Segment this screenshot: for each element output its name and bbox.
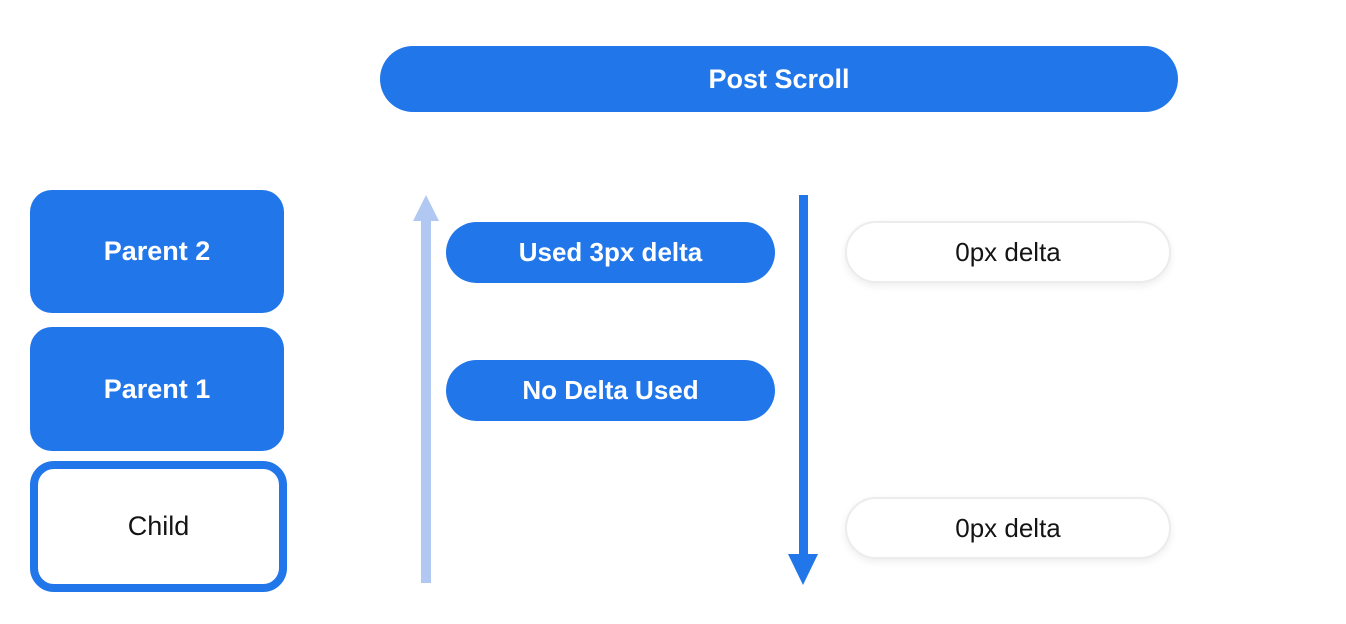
up-arrow-shaft [421, 221, 431, 583]
post-scroll-banner: Post Scroll [380, 46, 1178, 112]
parent-1-label: Parent 1 [103, 373, 211, 404]
up-arrow-head [413, 195, 439, 221]
zero-delta-bottom-label: 0px delta [955, 512, 1061, 543]
down-arrow-icon [788, 195, 818, 585]
zero-delta-pill-top: 0px delta [845, 221, 1171, 283]
up-arrow-icon [413, 195, 439, 583]
parent-2-label: Parent 2 [103, 236, 211, 266]
zero-delta-top-label: 0px delta [955, 236, 1061, 267]
down-arrow-head [788, 554, 818, 585]
node-child: Child [30, 461, 287, 592]
post-scroll-label: Post Scroll [708, 63, 850, 94]
no-delta-pill: No Delta Used [446, 360, 775, 421]
node-parent-1: Parent 1 [30, 327, 284, 451]
no-delta-label: No Delta Used [522, 375, 699, 405]
child-label: Child [127, 511, 190, 541]
used-delta-pill: Used 3px delta [446, 222, 775, 283]
used-delta-label: Used 3px delta [518, 237, 703, 267]
zero-delta-pill-bottom: 0px delta [845, 497, 1171, 559]
down-arrow-shaft [798, 195, 808, 554]
node-parent-2: Parent 2 [30, 190, 284, 313]
